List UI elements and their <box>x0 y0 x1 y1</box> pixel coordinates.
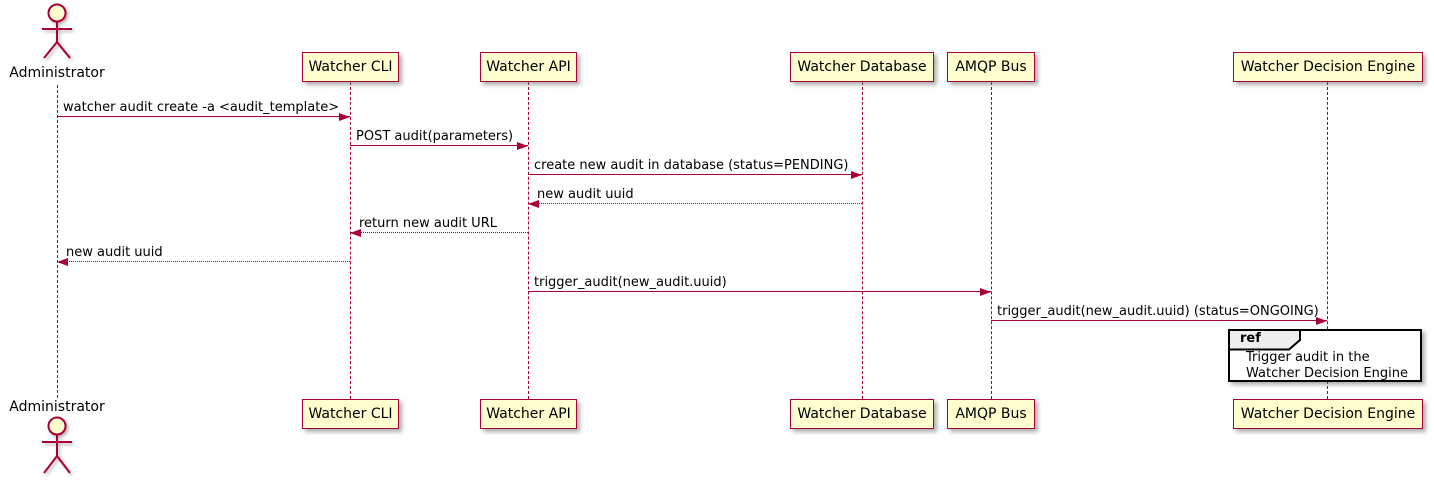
message-line <box>350 232 528 233</box>
participant-watcher-decision-engine-bottom: Watcher Decision Engine <box>1233 399 1423 429</box>
participant-label: Watcher Database <box>797 59 927 75</box>
participant-label: AMQP Bus <box>955 59 1027 75</box>
arrowhead-right-icon <box>1316 317 1327 325</box>
participant-amqp-bus-top: AMQP Bus <box>947 52 1035 82</box>
ref-content-line2: Watcher Decision Engine <box>1246 366 1408 381</box>
lifeline-amqp-bus <box>991 82 992 399</box>
message-new-audit-uuid-return: new audit uuid <box>528 185 862 208</box>
message-label: POST audit(parameters) <box>356 129 514 144</box>
message-new-audit-uuid-admin: new audit uuid <box>57 243 350 266</box>
arrowhead-right-icon <box>851 171 862 179</box>
message-label: return new audit URL <box>359 216 497 231</box>
message-create-audit-db: create new audit in database (status=PEN… <box>528 156 862 179</box>
arrowhead-left-icon <box>528 200 539 208</box>
participant-label: Watcher Database <box>797 406 927 422</box>
message-line <box>528 174 862 175</box>
message-line <box>528 203 862 204</box>
message-line <box>350 145 528 146</box>
arrowhead-left-icon <box>350 229 361 237</box>
ref-content: Trigger audit in the Watcher Decision En… <box>1246 350 1408 382</box>
message-label: watcher audit create -a <audit_template> <box>63 100 340 115</box>
actor-label-bottom: Administrator <box>9 399 105 415</box>
message-label: trigger_audit(new_audit.uuid) (status=ON… <box>997 304 1319 319</box>
participant-watcher-database-top: Watcher Database <box>790 52 934 82</box>
participant-label: Watcher Decision Engine <box>1240 59 1416 75</box>
message-audit-create: watcher audit create -a <audit_template> <box>57 98 350 121</box>
participant-watcher-decision-engine-top: Watcher Decision Engine <box>1233 52 1423 82</box>
message-trigger-audit: trigger_audit(new_audit.uuid) <box>528 273 991 296</box>
arrowhead-left-icon <box>57 258 68 266</box>
message-label: trigger_audit(new_audit.uuid) <box>534 275 727 290</box>
participant-watcher-api-bottom: Watcher API <box>480 399 577 429</box>
lifeline-watcher-decision-engine <box>1327 82 1328 399</box>
ref-fragment: ref Trigger audit in the Watcher Decisio… <box>1228 329 1422 382</box>
message-label: new audit uuid <box>66 245 163 260</box>
message-label: new audit uuid <box>537 187 634 202</box>
participant-watcher-cli-top: Watcher CLI <box>302 52 399 82</box>
participant-label: Watcher API <box>486 406 571 422</box>
participant-label: Watcher CLI <box>308 406 393 422</box>
participant-watcher-cli-bottom: Watcher CLI <box>302 399 399 429</box>
participant-label: AMQP Bus <box>955 406 1027 422</box>
ref-pentagon-icon <box>1228 329 1301 351</box>
actor-icon <box>42 416 72 474</box>
actor-label-top: Administrator <box>9 65 105 81</box>
ref-content-line1: Trigger audit in the <box>1246 350 1370 365</box>
message-label: create new audit in database (status=PEN… <box>534 158 849 173</box>
participant-watcher-api-top: Watcher API <box>480 52 577 82</box>
message-return-audit-url: return new audit URL <box>350 214 528 237</box>
participant-watcher-database-bottom: Watcher Database <box>790 399 934 429</box>
lifeline-watcher-api <box>528 82 529 399</box>
message-line <box>57 261 350 262</box>
arrowhead-right-icon <box>517 142 528 150</box>
actor-icon <box>42 3 72 59</box>
lifeline-administrator <box>57 85 58 398</box>
lifeline-watcher-cli <box>350 82 351 399</box>
message-line <box>991 320 1327 321</box>
participant-amqp-bus-bottom: AMQP Bus <box>947 399 1035 429</box>
lifeline-watcher-database <box>862 82 863 399</box>
message-post-audit: POST audit(parameters) <box>350 127 528 150</box>
message-trigger-audit-ongoing: trigger_audit(new_audit.uuid) (status=ON… <box>991 302 1327 325</box>
participant-label: Watcher API <box>486 59 571 75</box>
arrowhead-right-icon <box>980 288 991 296</box>
participant-label: Watcher Decision Engine <box>1240 406 1416 422</box>
participant-label: Watcher CLI <box>308 59 393 75</box>
message-line <box>528 291 991 292</box>
arrowhead-right-icon <box>339 113 350 121</box>
message-line <box>57 116 350 117</box>
ref-keyword: ref <box>1240 331 1261 346</box>
